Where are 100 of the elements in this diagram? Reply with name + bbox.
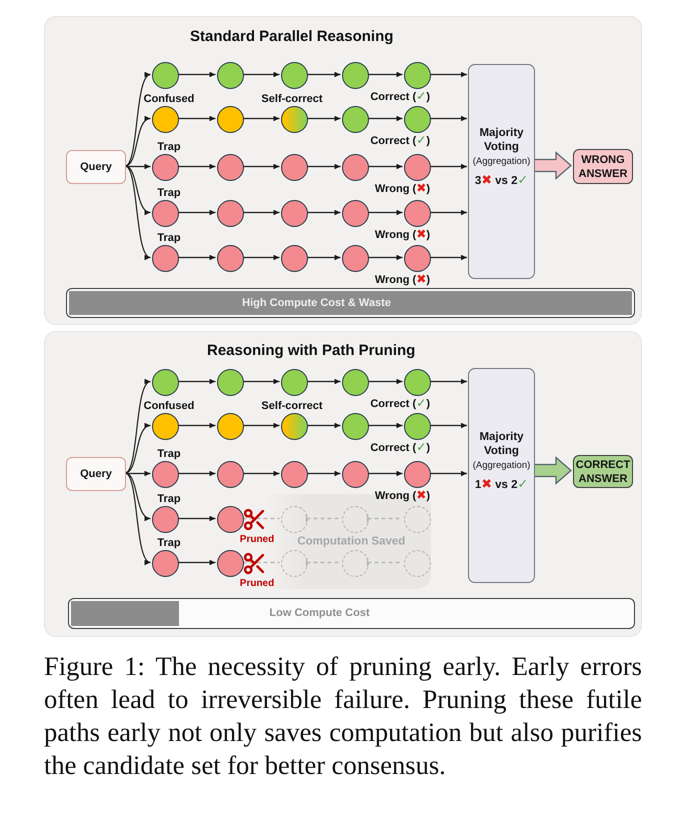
answer-label: WRONG ANSWER [578, 152, 628, 180]
arrow [430, 210, 467, 216]
dashed-connector [366, 558, 402, 568]
block-arrow [533, 456, 572, 485]
dashed-connector [242, 562, 280, 564]
step-label: Trap [157, 186, 181, 200]
arrow [306, 378, 340, 384]
arrow [242, 164, 280, 170]
block-arrow [533, 151, 572, 180]
reasoning-step-circle [280, 200, 308, 227]
step-label: Trap [157, 448, 181, 460]
arrow [368, 378, 402, 384]
arrow [124, 74, 151, 166]
arrow [242, 254, 280, 260]
arrow [306, 116, 340, 122]
reasoning-step-circle [404, 106, 430, 133]
arrow [124, 380, 151, 474]
arrow [430, 116, 467, 122]
arrow [430, 422, 467, 428]
dashed-connector [306, 514, 340, 524]
arrow [178, 254, 216, 260]
step-label: Confused [144, 92, 194, 106]
arrow [178, 210, 216, 216]
reasoning-step-circle [342, 413, 368, 440]
panel-title: Reasoning with Path Pruning [207, 342, 416, 360]
voting-subtitle: (Aggregation) [472, 156, 530, 168]
step-label: Confused [144, 400, 194, 412]
skipped-step-circle [404, 550, 430, 577]
reasoning-step-circle [152, 506, 178, 533]
step-label: Trap [157, 536, 181, 550]
arrow [178, 516, 216, 522]
arrow [178, 378, 216, 384]
skipped-step-circle [342, 550, 368, 577]
cost-bar [68, 598, 635, 629]
arrow [306, 72, 340, 78]
voting-title: Majority Voting [478, 126, 525, 154]
reasoning-step-circle [280, 461, 308, 488]
reasoning-step-circle [152, 461, 178, 488]
arrow [306, 254, 340, 260]
reasoning-step-circle [342, 200, 368, 227]
reasoning-step-circle [216, 506, 244, 533]
dashed-connector [306, 558, 340, 568]
figure-caption: Figure 1: The necessity of pruning early. Early errors often lead to irreversible failure. Pruning these futile paths early not only saves computation but also purifies the candidate set for better consensus. [44, 650, 642, 782]
skipped-step-circle [404, 506, 430, 533]
diagram-panel [44, 331, 642, 637]
arrow [430, 164, 467, 170]
step-label: Self-correct [261, 92, 323, 106]
reasoning-step-circle [216, 550, 244, 577]
reasoning-step-circle [280, 413, 308, 440]
outcome-label: Correct (✓) [370, 396, 430, 410]
reasoning-step-circle [280, 106, 308, 133]
reasoning-step-circle [152, 550, 178, 577]
arrow [306, 422, 340, 428]
cost-bar [66, 288, 635, 318]
arrow [124, 472, 151, 564]
voting-box [468, 64, 535, 279]
reasoning-step-circle [216, 413, 244, 440]
reasoning-step-circle [342, 62, 368, 89]
voting-title: Majority Voting [478, 430, 525, 458]
outcome-label: Wrong (✖) [374, 272, 430, 286]
arrow [368, 470, 402, 476]
reasoning-step-circle [404, 461, 430, 488]
step-label: Trap [157, 232, 181, 244]
reasoning-step-circle [404, 62, 430, 89]
arrow [125, 164, 150, 170]
reasoning-step-circle [280, 62, 308, 89]
arrow [368, 72, 402, 78]
arrow [178, 560, 216, 566]
panel-title: Standard Parallel Reasoning [190, 28, 394, 46]
arrow [242, 210, 280, 216]
arrow [430, 254, 467, 260]
arrow [242, 422, 280, 428]
arrow [368, 210, 402, 216]
status-label: Pruned [240, 533, 274, 546]
reasoning-step-circle [152, 245, 178, 272]
arrow [124, 117, 151, 167]
arrow [306, 164, 340, 170]
reasoning-step-circle [152, 200, 178, 227]
arrow [368, 116, 402, 122]
arrow [242, 116, 280, 122]
reasoning-step-circle [280, 369, 308, 396]
reasoning-step-circle [342, 461, 368, 488]
cost-label: High Compute Cost & Waste [242, 296, 391, 310]
reasoning-step-circle [404, 413, 430, 440]
reasoning-step-circle [342, 154, 368, 181]
answer-label: CORRECT ANSWER [574, 458, 632, 486]
reasoning-step-circle [280, 245, 308, 272]
reasoning-step-circle [342, 106, 368, 133]
outcome-label: Wrong (✖) [374, 488, 430, 502]
skipped-step-circle [280, 550, 308, 577]
skipped-step-circle [342, 506, 368, 533]
reasoning-step-circle [404, 200, 430, 227]
voting-subtitle: (Aggregation) [472, 460, 530, 472]
saved-label: Computation Saved [297, 535, 406, 548]
reasoning-step-circle [152, 369, 178, 396]
arrow [178, 422, 216, 428]
arrow [125, 470, 150, 476]
arrow [430, 72, 467, 78]
step-label: Self-correct [261, 400, 323, 412]
arrow [178, 164, 216, 170]
